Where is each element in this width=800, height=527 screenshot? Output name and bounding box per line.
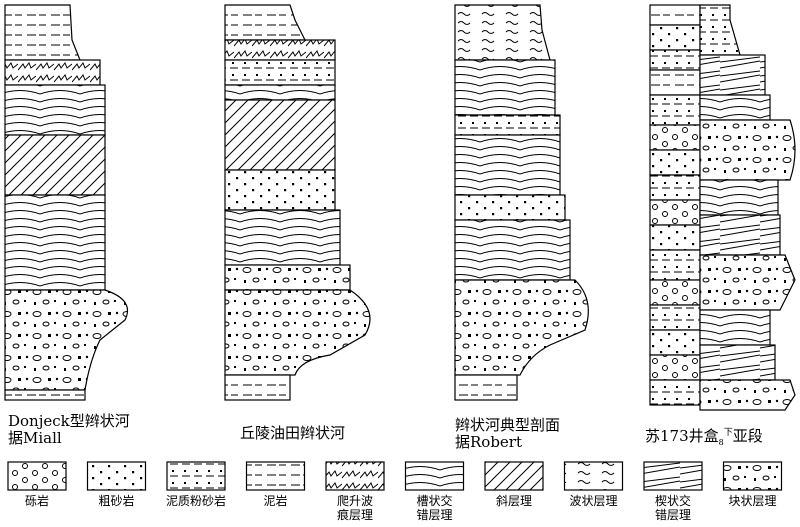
typical-trough-1 — [454, 59, 556, 116]
legend-swatch-wedge-cross — [643, 461, 703, 491]
donjeck-trough-2 — [4, 194, 106, 291]
column-caption-su173: 苏173井盒8下亚段 — [645, 427, 763, 448]
column-caption-qiuling: 丘陵油田辫状河 — [240, 424, 346, 442]
legend-swatch-massive — [722, 461, 783, 491]
legend-label-gravel: 砾岩 — [24, 494, 49, 508]
donjeck-climbing — [4, 59, 101, 86]
legend-label-oblique: 斜层理 — [495, 494, 532, 508]
su173-left-layer-6 — [649, 124, 701, 151]
donjeck-massive — [4, 289, 129, 391]
legend-swatch-oblique — [484, 461, 544, 491]
qiuling-mudstone-bottom — [224, 374, 291, 401]
su173-left-layer-15 — [649, 354, 701, 381]
qiuling-mudstone-top — [224, 4, 306, 41]
su173-left-layer-12 — [649, 279, 701, 306]
qiuling-trough-1 — [224, 84, 336, 101]
qiuling-sand — [224, 169, 336, 211]
su173-left-layer-10 — [649, 224, 701, 251]
donjeck-mudstone-top — [4, 4, 81, 61]
typical-mudstone-bottom — [454, 374, 518, 401]
su173-wedge-3 — [699, 344, 776, 381]
su173-trough-2 — [699, 179, 779, 216]
su173-left-layer-3 — [649, 49, 701, 71]
caption-subscript: 8 — [718, 438, 724, 447]
legend-label-muddy-silt: 泥质粉砂岩 — [165, 494, 226, 508]
qiuling-muddysilt — [224, 59, 336, 86]
su173-left-layer-7 — [649, 149, 701, 176]
legend-swatch-gravel — [7, 461, 67, 491]
su173-left-layer-16 — [649, 379, 701, 406]
su173-right-top — [699, 4, 741, 56]
legend-label-mudstone: 泥岩 — [263, 494, 288, 508]
typical-massive — [454, 279, 589, 376]
legend-label-trough-cross: 槽状交错层理 — [416, 494, 453, 522]
donjeck-oblique — [4, 134, 106, 196]
typical-wavy — [454, 4, 551, 61]
su173-wedge-1 — [699, 54, 766, 96]
caption-superscript: 下 — [723, 428, 733, 438]
qiuling-climbing — [224, 39, 336, 61]
donjeck-trough-1 — [4, 84, 106, 136]
su173-left-layer-4 — [649, 69, 701, 96]
su173-left-layer-9 — [649, 199, 701, 226]
typical-trough-3 — [454, 219, 571, 281]
su173-left-layer-14 — [649, 329, 701, 356]
su173-left-layer-5 — [649, 94, 701, 126]
qiuling-oblique — [224, 99, 336, 171]
legend-label-wedge-cross: 楔状交错层理 — [654, 494, 691, 522]
legend-swatch-climbing-ripple — [325, 461, 385, 491]
su173-left-layer-11 — [649, 249, 701, 281]
su173-left-layer-2 — [649, 24, 701, 51]
su173-massive-1 — [699, 119, 796, 181]
su173-wedge-2 — [699, 214, 781, 256]
legend-swatch-coarse-sand — [86, 461, 147, 491]
su173-left-layer-1 — [649, 4, 701, 26]
legend-swatch-trough-cross — [404, 461, 465, 491]
su173-trough-1 — [699, 94, 771, 121]
legend-swatch-mudstone — [245, 461, 306, 491]
su173-trough-3 — [699, 309, 771, 346]
legend-swatch-muddy-silt — [166, 461, 226, 491]
su173-massive-3 — [699, 379, 796, 411]
column-caption-typical: 辫状河典型剖面 据Robert — [455, 416, 561, 451]
su173-massive-2 — [699, 254, 796, 311]
typical-sand — [454, 194, 566, 221]
legend-label-coarse-sand: 粗砂岩 — [98, 494, 135, 508]
column-caption-donjeck: Donjeck型辫状河 据Miall — [8, 412, 130, 447]
su173-left-layer-8 — [649, 174, 701, 201]
typical-muddysilt — [454, 114, 561, 136]
donjeck-mudstone-bottom — [4, 389, 86, 401]
legend-label-climbing-ripple: 爬升波痕层理 — [336, 494, 373, 522]
typical-trough-2 — [454, 134, 561, 196]
qiuling-massive — [224, 289, 371, 376]
qiuling-massive-thin — [224, 264, 351, 291]
legend-label-wavy: 波状层理 — [569, 494, 618, 508]
legend-swatch-wavy — [563, 461, 624, 491]
su173-left-layer-13 — [649, 304, 701, 331]
qiuling-trough-2 — [224, 209, 341, 266]
legend-label-massive: 块状层理 — [728, 494, 777, 508]
